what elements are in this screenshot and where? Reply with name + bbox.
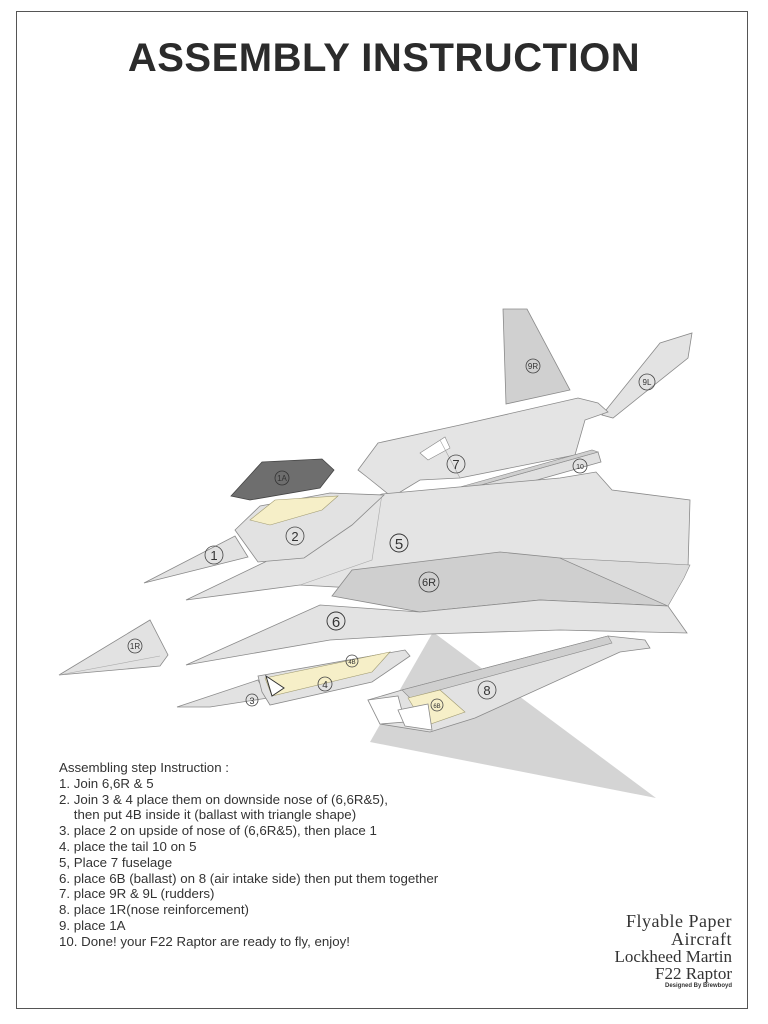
svg-text:2: 2 <box>291 529 298 544</box>
svg-text:4: 4 <box>322 680 328 691</box>
part-4b-ballast <box>264 651 391 697</box>
label-4b: 4B <box>345 654 359 668</box>
label-7: 7 <box>446 454 466 474</box>
step-line: 4. place the tail 10 on 5 <box>59 838 197 854</box>
part-7-detail <box>419 436 451 461</box>
svg-text:7: 7 <box>452 457 459 472</box>
page-title: ASSEMBLY INSTRUCTION <box>127 36 641 80</box>
part-2-cockpit <box>249 495 339 526</box>
label-5: 5 <box>389 533 409 553</box>
step-line: 5, Place 7 fuselage <box>59 854 173 870</box>
brand-line-4: F22 Raptor <box>655 964 732 983</box>
svg-text:1R: 1R <box>130 642 140 651</box>
part-5-fold <box>299 493 383 586</box>
part-6-fuselage <box>185 599 688 666</box>
label-1: 1 <box>204 545 224 565</box>
svg-text:10: 10 <box>576 464 584 471</box>
label-6: 6 <box>326 611 346 631</box>
brand-line-3: Lockheed Martin <box>614 947 732 966</box>
svg-text:6: 6 <box>332 614 340 631</box>
step-line: 1. Join 6,6R & 5 <box>59 775 154 791</box>
label-3: 3 <box>245 693 259 707</box>
step-line: 8. place 1R(nose reinforcement) <box>59 902 249 918</box>
label-9r: 9R <box>525 358 541 374</box>
svg-text:8: 8 <box>483 683 490 698</box>
part-8-top-face <box>401 635 613 699</box>
page-border <box>16 11 748 1009</box>
part-7-fold <box>439 439 461 479</box>
svg-text:9R: 9R <box>528 362 538 371</box>
part-1r-fold <box>58 655 161 676</box>
svg-text:5: 5 <box>395 536 403 553</box>
svg-text:6B: 6B <box>433 704 440 710</box>
label-8: 8 <box>477 680 497 700</box>
part-1a-canopy <box>230 458 335 501</box>
svg-text:1: 1 <box>210 548 217 563</box>
step-line: 3. place 2 on upside of nose of (6,6R&5)… <box>59 823 377 839</box>
brand-line-2: Aircraft <box>671 929 732 949</box>
svg-text:4B: 4B <box>348 660 355 666</box>
assembly-steps: Assembling step Instruction : 1. Join 6,… <box>59 760 438 950</box>
part-9r-rudder <box>502 308 571 405</box>
step-line: 9. place 1A <box>59 917 126 933</box>
brand-line-1: Flyable Paper <box>626 911 732 931</box>
label-6b: 6B <box>430 698 444 712</box>
label-9l: 9L <box>638 373 656 391</box>
part-8-intake-right <box>397 703 433 731</box>
part-1r-nose-reinforcement <box>58 619 169 676</box>
svg-text:1A: 1A <box>277 474 287 483</box>
svg-text:6R: 6R <box>422 577 436 589</box>
label-2: 2 <box>285 526 305 546</box>
label-1r: 1R <box>127 638 143 654</box>
label-10: 10 <box>572 458 588 474</box>
part-4b-triangle <box>265 674 285 697</box>
brand-block: Flyable Paper Aircraft Lockheed Martin F… <box>614 912 732 989</box>
label-6r: 6R <box>418 571 440 593</box>
designer-credit: Designed By Brewboyd <box>664 983 732 989</box>
step-line: then put 4B inside it (ballast with tria… <box>59 807 357 823</box>
shadow-triangle <box>370 632 656 798</box>
part-1-nose-tip <box>143 535 249 584</box>
step-line: 10. Done! your F22 Raptor are ready to f… <box>59 933 350 949</box>
steps-heading: Assembling step Instruction : <box>59 760 229 775</box>
part-6r-rear <box>559 557 691 607</box>
svg-text:9L: 9L <box>643 378 652 387</box>
step-line: 2. Join 3 & 4 place them on downside nos… <box>59 791 388 807</box>
svg-text:3: 3 <box>249 696 254 706</box>
step-line: 6. place 6B (ballast) on 8 (air intake s… <box>59 870 439 886</box>
part-9l-rudder <box>601 332 693 419</box>
label-4: 4 <box>317 676 333 692</box>
label-1a: 1A <box>274 470 290 486</box>
step-line: 7. place 9R & 9L (rudders) <box>59 886 215 902</box>
